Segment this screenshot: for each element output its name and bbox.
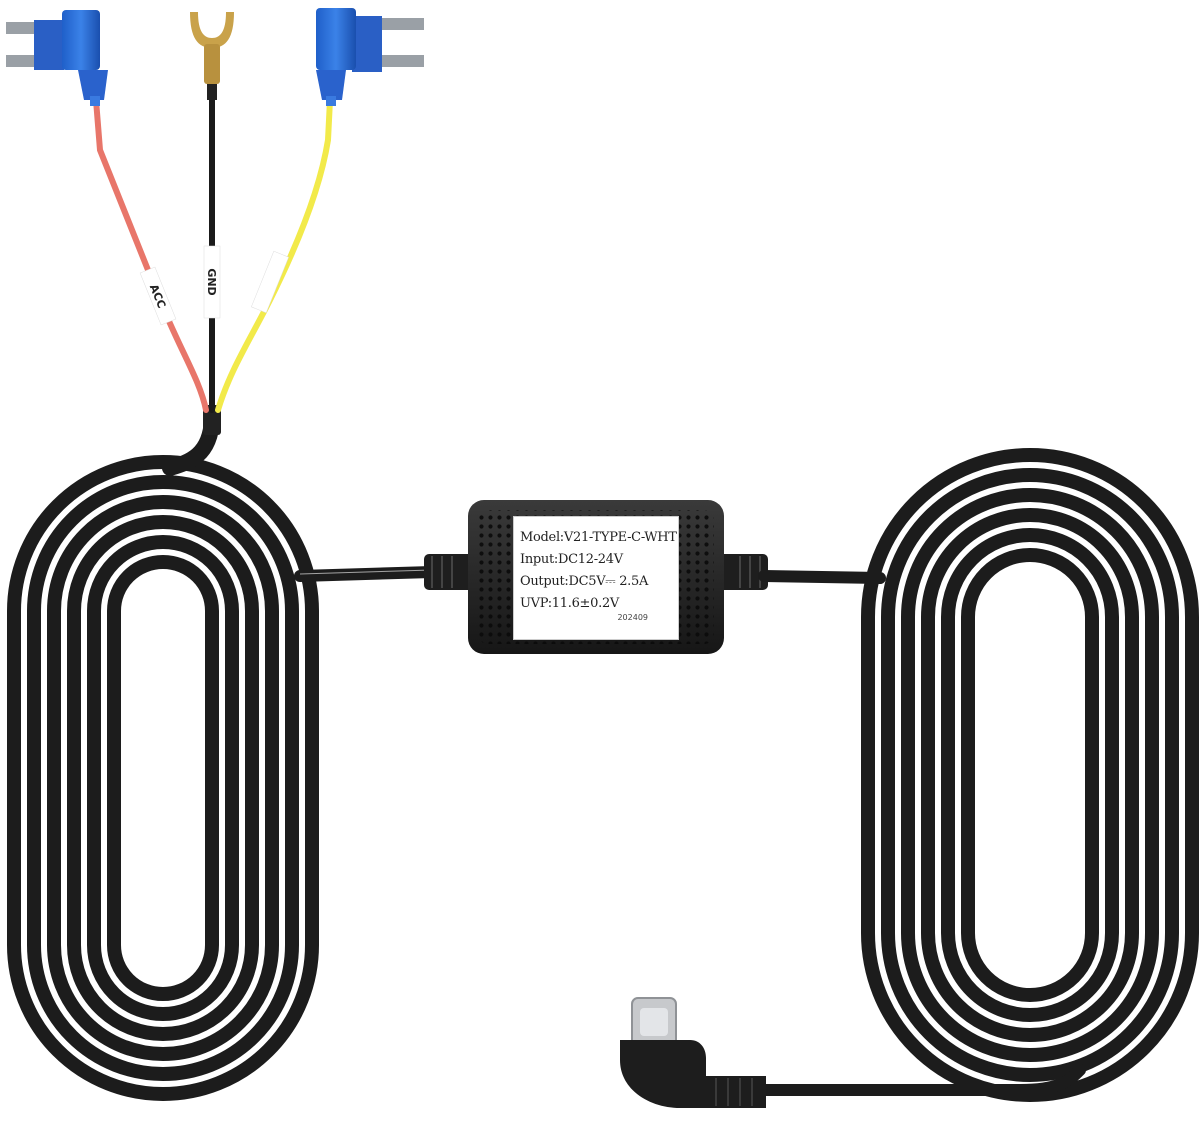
label-output: Output:DC5V⎓ 2.5A [520, 574, 649, 589]
label-uvp: UVP:11.6±0.2V [520, 596, 620, 611]
cable-left-to-module [294, 566, 438, 582]
left-cable-coil [7, 455, 319, 1101]
left-fuse-tap [6, 10, 108, 106]
right-coil-highlights [877, 464, 1183, 1086]
left-coil-highlights [23, 471, 303, 1085]
right-cable-coil [861, 448, 1199, 1102]
yellow-tag [251, 250, 289, 314]
usb-c-connector [620, 997, 766, 1108]
strain-relief-right [718, 554, 768, 590]
label-model: Model:V21-TYPE-C-WHT [520, 530, 677, 545]
right-fuse-tap [316, 8, 424, 106]
gnd-tag: GND [203, 245, 221, 319]
label-batch-code: 202409 [617, 613, 648, 622]
acc-wire [93, 97, 209, 413]
acc-tag: ACC [139, 266, 177, 326]
fork-terminal [190, 12, 234, 100]
cable-to-usb-connector [754, 1064, 1086, 1096]
gnd-tag-text: GND [205, 268, 218, 295]
strain-relief-left [424, 554, 474, 590]
cable-module-to-right [758, 570, 886, 584]
module-spec-label: Model:V21-TYPE-C-WHT Input:DC12-24V Outp… [513, 516, 679, 640]
label-input: Input:DC12-24V [520, 552, 623, 567]
